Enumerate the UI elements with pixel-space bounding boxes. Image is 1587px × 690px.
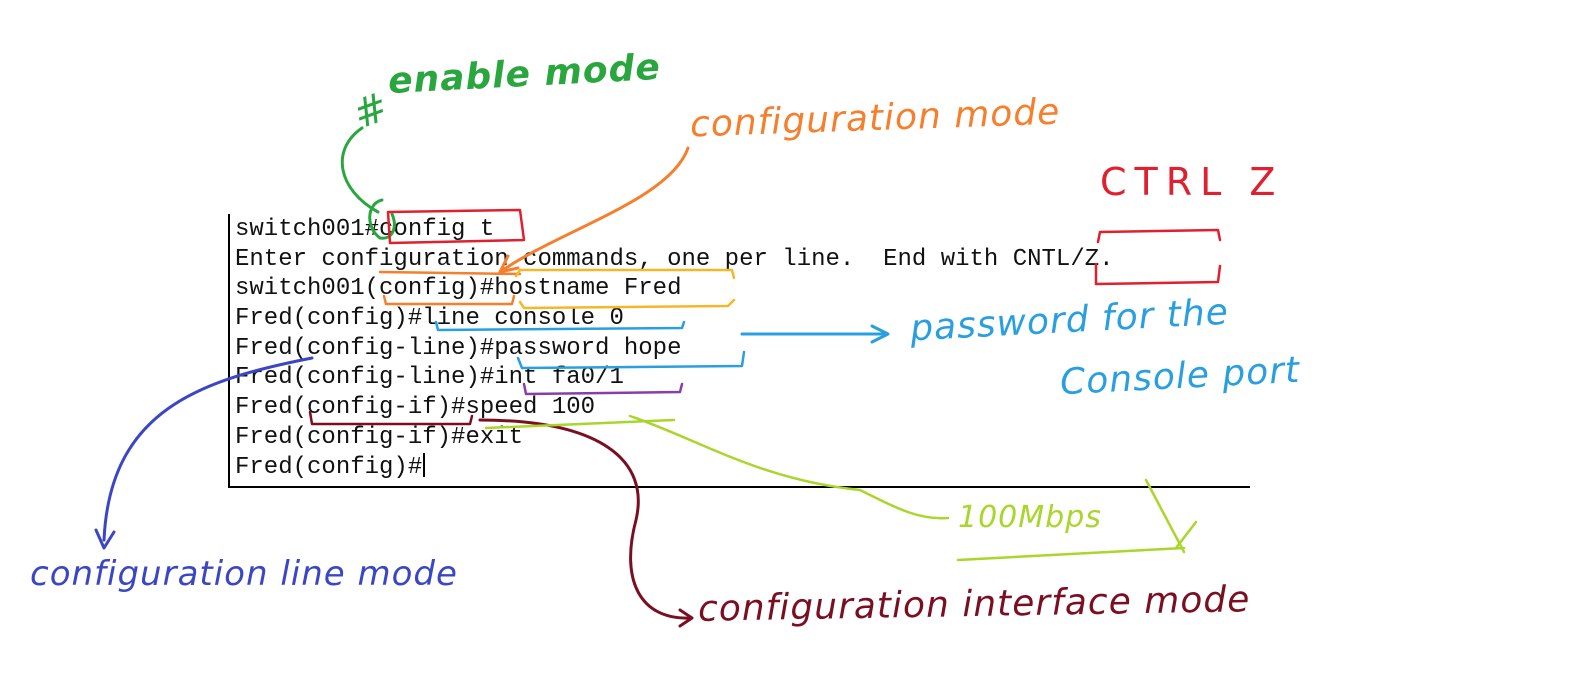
blue-console-arrow xyxy=(740,324,890,344)
terminal-prompt: Fred(config)# xyxy=(235,453,423,481)
terminal-line-text: switch001#config t xyxy=(235,216,495,243)
orange-underline-configuration xyxy=(378,270,522,276)
terminal-line: Fred(config-line)#password hope xyxy=(235,334,1114,364)
gold-hostname-bracket xyxy=(514,268,736,310)
navy-config-line-underline xyxy=(102,356,314,542)
terminal-line-text: Fred(config-line)#int fa0/1 xyxy=(235,364,624,392)
terminal-line: Fred(config)#line console 0 xyxy=(235,304,1114,334)
red-cntlz-bracket xyxy=(1094,228,1222,286)
blue-password-bracket xyxy=(516,350,746,370)
terminal-line: Fred(config-if)#speed 100 xyxy=(235,393,1114,423)
terminal-line: Fred(config-line)#int fa0/1 xyxy=(235,363,1114,393)
terminal-line-text: Enter configuration commands, one per li… xyxy=(235,245,1114,273)
orange-arrowhead xyxy=(498,254,520,274)
maroon-interface-arrow xyxy=(478,418,692,620)
green-hash-arrow xyxy=(340,126,380,214)
maroon-config-if-bracket xyxy=(308,410,474,426)
configuration-line-mode-note: configuration line mode xyxy=(30,554,458,594)
terminal-line-text: Fred(config)#line console 0 xyxy=(235,305,624,333)
terminal-line: switch001#config t xyxy=(235,215,1114,245)
lime-speed-arrow xyxy=(628,414,950,520)
terminal-line-text: Fred(config-if)#exit xyxy=(235,423,524,451)
terminal-line-text: Fred(config-if)#speed 100 xyxy=(235,394,596,422)
blue-line-console-underline xyxy=(434,320,686,332)
terminal-line: switch001(config)#hostname Fred xyxy=(235,274,1114,304)
terminal-line-text: Fred(config-line)#password hope xyxy=(235,334,682,362)
purple-int-bracket xyxy=(522,382,684,396)
maroon-arrowhead xyxy=(678,608,694,628)
ctrl-z-note: CTRL Z xyxy=(1100,160,1284,204)
navy-arrowhead xyxy=(94,528,116,550)
terminal-line: Fred(config-if)#exit xyxy=(235,423,1114,453)
terminal-window[interactable]: switch001#config t Enter configuration c… xyxy=(228,214,1250,488)
terminal-line: Enter configuration commands, one per li… xyxy=(235,245,1114,275)
terminal-output: switch001#config t Enter configuration c… xyxy=(235,215,1114,482)
orange-bracket-config xyxy=(382,294,516,306)
terminal-line-text: switch001(config)#hostname Fred xyxy=(235,275,682,303)
speed-100mbps-note: 100Mbps xyxy=(958,500,1102,535)
lime-100mbps-underline xyxy=(956,478,1198,562)
red-config-t-box xyxy=(386,208,526,245)
text-cursor xyxy=(423,452,426,477)
orange-config-mode-arrow xyxy=(498,146,690,274)
green-hash-loop xyxy=(368,198,396,240)
terminal-prompt-line[interactable]: Fred(config)# xyxy=(235,452,1114,483)
